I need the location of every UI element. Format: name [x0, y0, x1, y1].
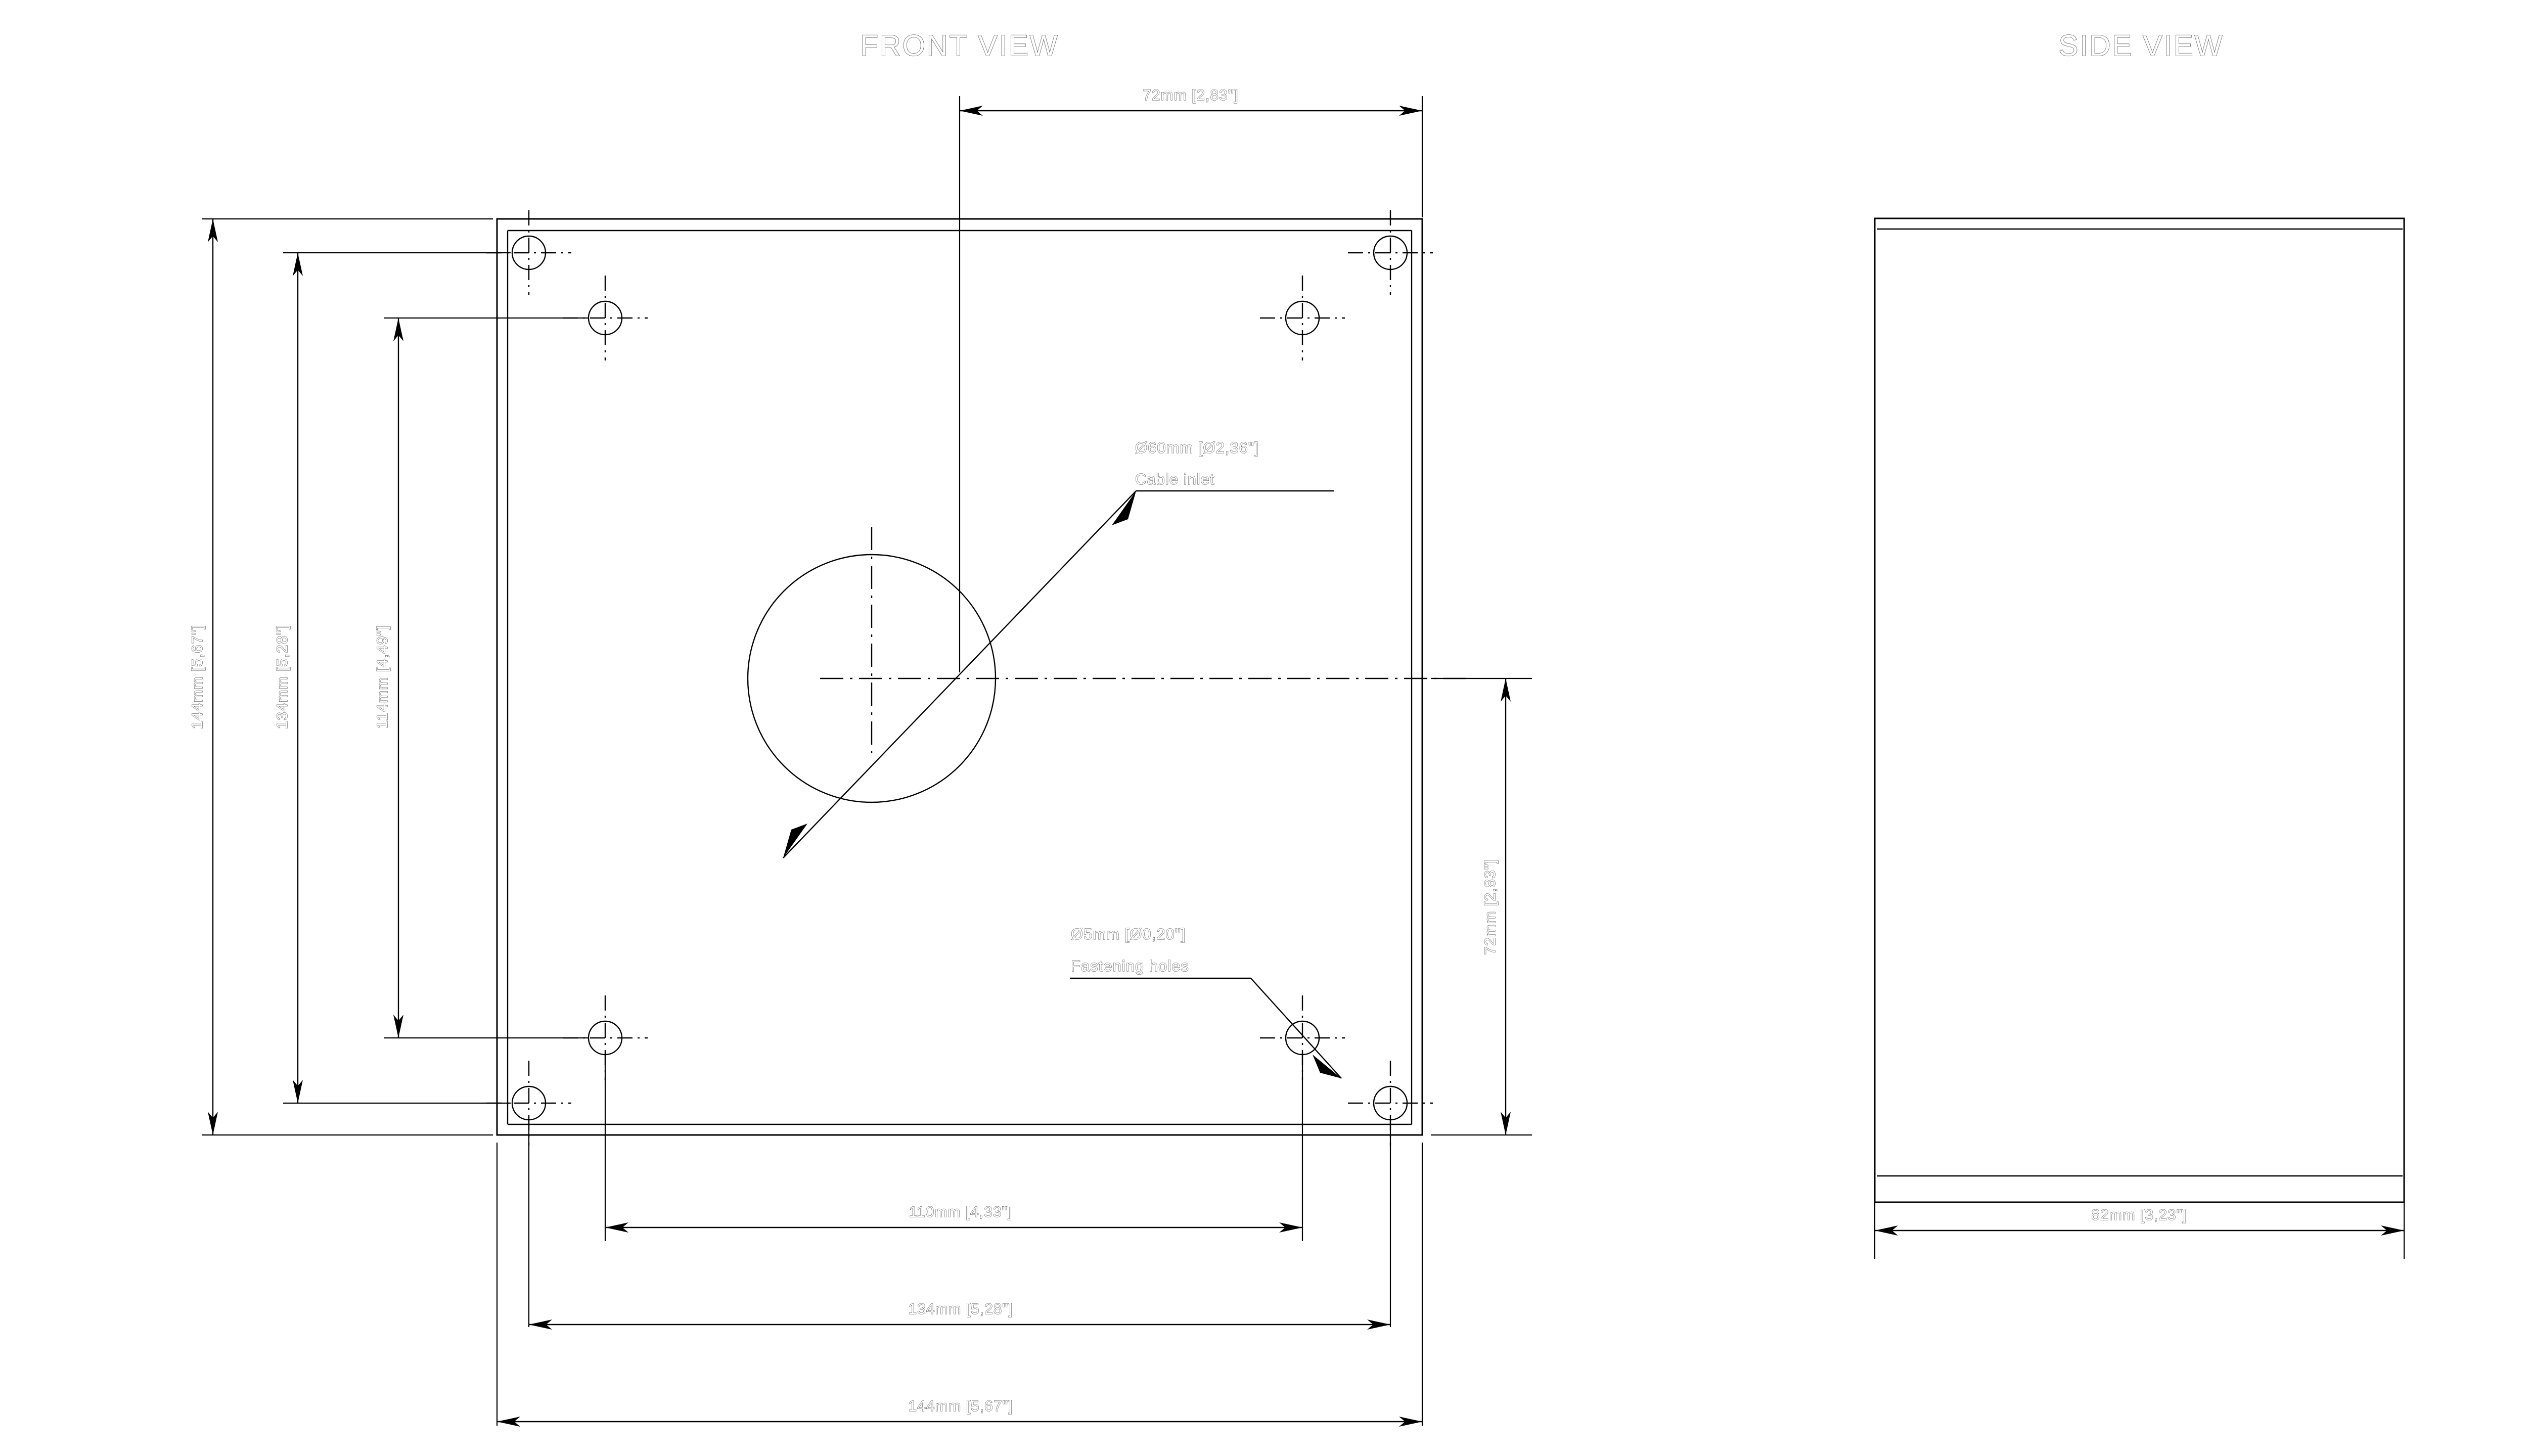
dimension-front-overall-height: 144mm [5,67"] — [189, 218, 493, 1136]
dimension-side-depth: 82mm [3,23"] — [1874, 1183, 2405, 1259]
fastening-holes-outer — [486, 210, 1433, 1146]
dimension-front-outer-hole-width: 134mm [5,28"] — [528, 1120, 1391, 1330]
dimension-label-front-center-height: 72mm [2,83"] — [1482, 859, 1499, 954]
callout-cable-inlet-size: Ø60mm [Ø2,36"] — [1135, 439, 1259, 457]
dimension-front-outer-hole-height: 134mm [5,28"] — [274, 252, 511, 1104]
front-view-title: FRONT VIEW — [860, 29, 1059, 62]
dimension-front-inner-hole-width: 110mm [4,33"] — [604, 1055, 1303, 1241]
dimension-front-inner-hole-height: 114mm [4,49"] — [374, 317, 588, 1039]
dimension-label-front-outer-hole-height: 134mm [5,28"] — [274, 624, 291, 729]
fastening-holes-leader-diagonal — [1250, 978, 1342, 1079]
fastening-hole-outer-top-right — [1348, 210, 1433, 295]
dimension-front-center-height: 72mm [2,83"] — [1431, 677, 1532, 1136]
dimension-label-front-top-width: 72mm [2,83"] — [1143, 87, 1238, 104]
side-view-title: SIDE VIEW — [2059, 29, 2224, 62]
cable-inlet-leader-diagonal — [783, 490, 1137, 858]
fastening-holes-inner — [563, 276, 1345, 1080]
fastening-hole-inner-top-right — [1260, 276, 1345, 360]
cable-inlet-leader-arrow-lower — [783, 824, 807, 858]
cable-inlet-hole — [747, 527, 1466, 803]
dimension-label-side-depth: 82mm [3,23"] — [2091, 1207, 2187, 1223]
dimension-label-front-outer-hole-width: 134mm [5,28"] — [908, 1301, 1013, 1317]
dimension-front-top-width: 72mm [2,83"] — [959, 86, 1423, 672]
callout-cable-inlet: Ø60mm [Ø2,36"] Cable inlet — [783, 438, 1334, 858]
dimension-front-overall-width: 144mm [5,67"] — [496, 1143, 1423, 1427]
dimension-label-front-overall-width: 144mm [5,67"] — [908, 1398, 1013, 1415]
fastening-holes-leader-arrow — [1313, 1055, 1341, 1078]
cable-inlet-leader-arrow-upper — [1112, 491, 1136, 525]
callout-fastening-holes: Ø5mm [Ø0,20"] Fastening holes — [1070, 925, 1342, 1079]
callout-fastening-holes-size: Ø5mm [Ø0,20"] — [1071, 925, 1186, 943]
callout-cable-inlet-label: Cable inlet — [1135, 470, 1214, 488]
dimension-label-front-inner-hole-height: 114mm [4,49"] — [374, 625, 391, 729]
side-body-outline — [1874, 217, 2405, 1203]
dimension-label-front-overall-height: 144mm [5,67"] — [189, 624, 206, 729]
callout-fastening-holes-label: Fastening holes — [1071, 957, 1189, 975]
dimension-label-front-inner-hole-width: 110mm [4,33"] — [909, 1204, 1013, 1220]
side-view-geometry — [1874, 217, 2405, 1203]
